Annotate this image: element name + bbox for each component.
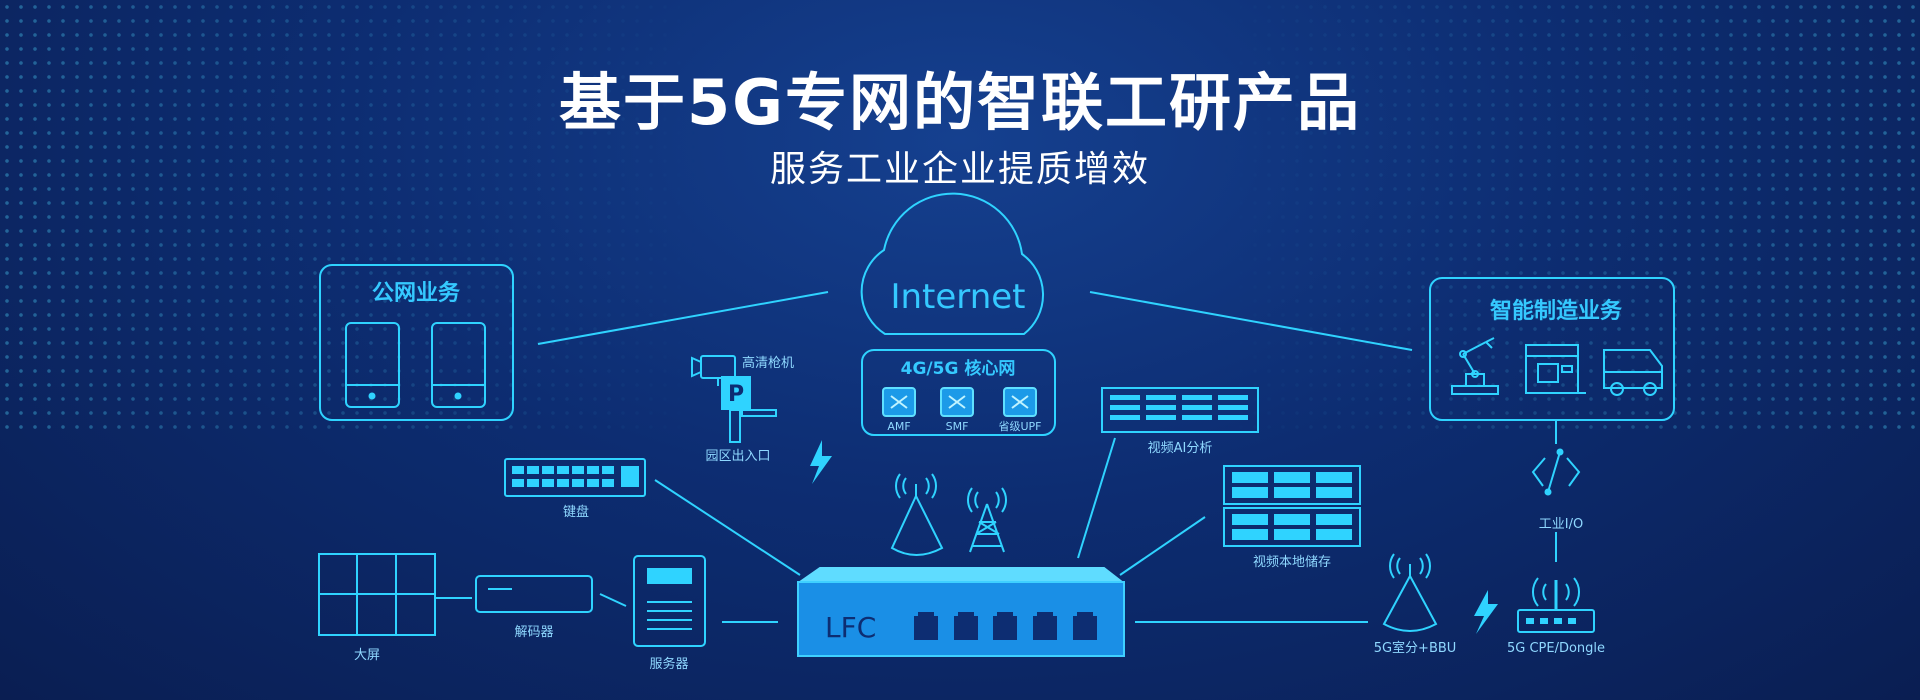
video-ai-label: 视频AI分析 — [1148, 441, 1213, 456]
indoor-bbu-label: 5G室分+BBU — [1374, 640, 1457, 656]
video-storage-rack-icon — [1223, 465, 1361, 547]
industrial-io-icon — [1531, 448, 1581, 496]
ethernet-port-icon — [914, 612, 1097, 640]
decoder-icon — [475, 575, 593, 613]
internet-label: Internet — [890, 277, 1025, 317]
internet-cloud: Internet — [860, 192, 1045, 335]
server-icon — [633, 555, 706, 647]
line-decoder-server — [599, 593, 627, 607]
truck-icon — [1603, 349, 1663, 396]
smart-manufacturing-frame — [1429, 277, 1675, 421]
lfc-device: LFC — [796, 567, 1125, 657]
line-internet-manufacturing — [1089, 291, 1413, 351]
amf-label: AMF — [887, 420, 910, 433]
indoor-antenna-icon — [1382, 553, 1438, 632]
lfc-top — [796, 567, 1125, 583]
robot-arm-icon — [1451, 337, 1499, 395]
core-network-box: 4G/5G 核心网 AMF SMF 省级UPF — [861, 349, 1056, 436]
public-service-frame — [319, 264, 514, 421]
page-title: 基于5G专网的智联工研产品 — [558, 66, 1362, 139]
cnc-machine-icon — [1525, 344, 1586, 394]
amf-icon — [882, 387, 916, 417]
lfc-label: LFC — [825, 611, 876, 644]
video-storage-label: 视频本地储存 — [1253, 555, 1331, 570]
phone-icon — [431, 322, 486, 408]
lightning-icon — [1474, 590, 1498, 634]
phone-icon — [345, 322, 400, 408]
page-subtitle: 服务工业企业提质增效 — [769, 149, 1150, 190]
smf-label: SMF — [946, 420, 969, 433]
industrial-io-label: 工业I/O — [1539, 517, 1583, 532]
connection-lines — [435, 291, 1557, 623]
keyboard-icon — [504, 458, 646, 497]
line-public-internet — [537, 291, 829, 345]
lightning-icon — [810, 440, 832, 484]
big-screen-icon — [318, 553, 436, 636]
smf-icon — [940, 387, 974, 417]
core-network-title: 4G/5G 核心网 — [901, 358, 1016, 379]
decoder-label: 解码器 — [514, 625, 553, 640]
line-storage-lfc — [1119, 516, 1206, 576]
smart-manufacturing-title: 智能制造业务 — [1490, 298, 1623, 324]
smart-manufacturing-box: 智能制造业务 — [1429, 277, 1675, 421]
cloud-shape — [860, 192, 1045, 335]
parking-gate-icon: P — [721, 376, 777, 443]
park-gate-label: 园区出入口 — [705, 449, 770, 464]
upf-icon — [1003, 387, 1037, 417]
cpe-router-icon — [1517, 577, 1595, 633]
video-ai-rack-icon — [1101, 387, 1259, 433]
keyboard-label: 键盘 — [563, 504, 589, 520]
camera-icon — [691, 355, 736, 386]
signal-tower-icon — [967, 487, 1007, 553]
line-keyboard-lfc — [654, 479, 801, 576]
cpe-dongle-label: 5G CPE/Dongle — [1507, 641, 1605, 656]
big-screen-label: 大屏 — [354, 648, 380, 663]
antenna-icon — [890, 473, 944, 556]
dot-pattern-right — [1220, 0, 1920, 430]
core-network-frame — [861, 349, 1056, 436]
upf-label: 省级UPF — [998, 420, 1041, 433]
line-videoai-lfc — [1077, 437, 1116, 559]
parking-sign: P — [728, 382, 744, 407]
public-service-title: 公网业务 — [372, 281, 461, 306]
camera-label: 高清枪机 — [742, 355, 794, 371]
public-service-box: 公网业务 — [319, 264, 514, 421]
dot-pattern-left — [0, 0, 700, 430]
server-label: 服务器 — [649, 656, 688, 672]
